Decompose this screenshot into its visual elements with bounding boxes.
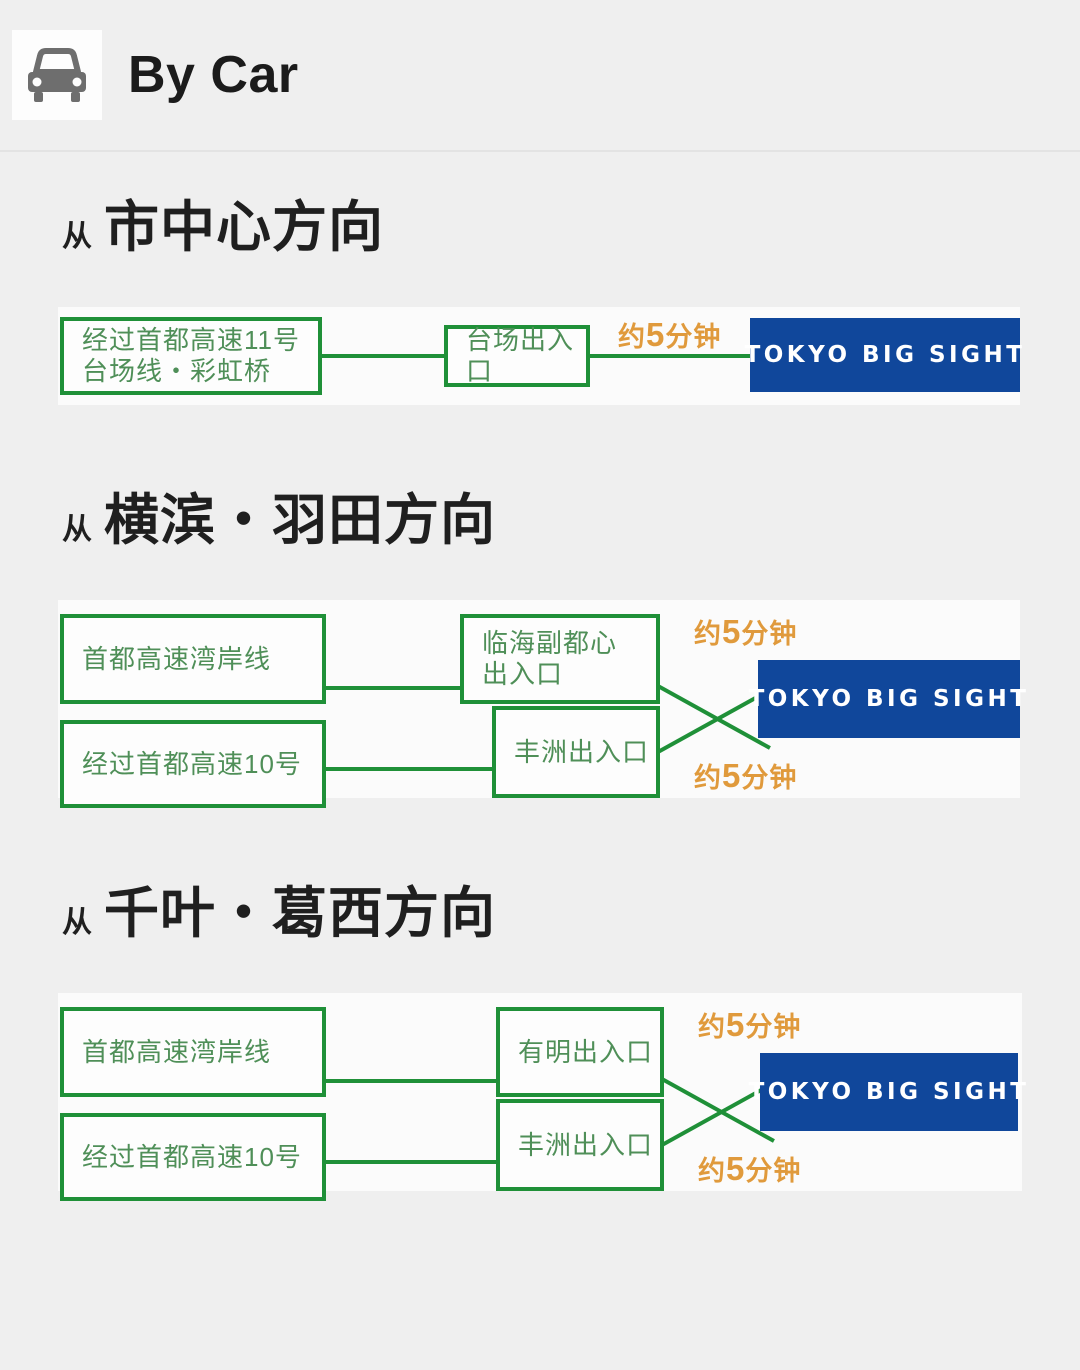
section-yokohama-haneda: 从 横滨・羽田方向 首都高速湾岸线 临海副都心 出入口 约5分钟 经过首都高速1… [0,405,1080,808]
connector-line [320,686,466,690]
section-heading: 从 千叶・葛西方向 [0,798,1080,941]
exit-line-1: 有明出入口 [518,1036,654,1067]
connector-line [320,767,496,771]
heading-main: 千叶・葛西方向 [104,882,497,944]
time-prefix: 约 [694,619,722,649]
exit-label: 台场出入口 [466,325,575,386]
heading-prefix: 从 [62,513,92,546]
time-suffix: 分钟 [741,619,798,649]
page-title: By Car [128,46,299,104]
route-line-1: 首都高速湾岸线 [82,643,272,674]
time-number: 5 [726,1006,746,1043]
connector-line [318,354,458,358]
section-heading: 从 横滨・羽田方向 [0,405,1080,548]
travel-time-label: 约5分钟 [698,1149,801,1188]
route-box: 经过首都高速10号 [60,1113,326,1201]
route-diagram-3: 首都高速湾岸线 有明出入口 约5分钟 经过首都高速10号 丰洲出入口 约5分钟 … [58,993,1026,1201]
destination-logo: TOKYO BIG SIGHT [749,1053,1026,1131]
exit-box: 丰洲出入口 [492,706,660,798]
connector-line [320,1160,500,1164]
time-suffix: 分钟 [745,1156,802,1186]
exit-line-1: 临海副都心 [482,628,618,659]
route-line-1: 经过首都高速10号 [82,1141,302,1172]
heading-main: 市中心方向 [104,196,385,258]
time-suffix: 分钟 [665,322,722,352]
route-box: 经过首都高速11号 台场线・彩虹桥 [60,317,322,395]
heading-prefix: 从 [62,906,92,939]
exit-box: 有明出入口 [496,1007,664,1097]
route-box: 经过首都高速10号 [60,720,326,808]
time-suffix: 分钟 [741,763,798,793]
car-icon [12,30,102,120]
route-line-2: 台场线・彩虹桥 [82,356,272,386]
heading-main: 横滨・羽田方向 [104,489,497,551]
route-line-1: 首都高速湾岸线 [82,1036,272,1067]
time-number: 5 [726,1150,746,1187]
connector-line [320,1079,500,1083]
heading-prefix: 从 [62,220,92,253]
time-number: 5 [646,316,666,353]
travel-time-label: 约5分钟 [694,756,797,795]
page-header: By Car [0,0,1080,152]
time-suffix: 分钟 [745,1012,802,1042]
exit-box: 丰洲出入口 [496,1099,664,1191]
connector-line [586,354,752,358]
exit-line-2: 出入口 [482,659,564,689]
destination-logo: TOKYO BIG SIGHT [745,318,1022,392]
route-box: 首都高速湾岸线 [60,1007,326,1097]
destination-logo-text: TOKYO BIG SIGHT [748,686,1030,712]
section-city-center: 从 市中心方向 经过首都高速11号 台场线・彩虹桥 台场出入口 约5分钟 TOK… [0,152,1080,405]
travel-time-label: 约5分钟 [698,1005,801,1044]
exit-line-1: 丰洲出入口 [514,736,650,767]
time-prefix: 约 [698,1156,726,1186]
destination-logo: TOKYO BIG SIGHT [749,660,1026,738]
section-heading: 从 市中心方向 [0,152,1080,255]
route-line-1: 经过首都高速11号 [82,325,300,356]
route-diagram-2: 首都高速湾岸线 临海副都心 出入口 约5分钟 经过首都高速10号 丰洲出入口 约… [58,600,1026,808]
time-prefix: 约 [698,1012,726,1042]
exit-box: 台场出入口 [444,325,590,387]
destination-logo-text: TOKYO BIG SIGHT [748,1079,1030,1105]
travel-time-label: 约5分钟 [694,612,797,651]
time-prefix: 约 [618,322,646,352]
route-diagram-1: 经过首都高速11号 台场线・彩虹桥 台场出入口 约5分钟 TOKYO BIG S… [58,307,1022,405]
destination-logo-text: TOKYO BIG SIGHT [744,342,1026,368]
route-line-1: 经过首都高速10号 [82,748,302,779]
time-number: 5 [722,757,742,794]
time-prefix: 约 [694,763,722,793]
time-number: 5 [722,613,742,650]
travel-time-label: 约5分钟 [618,315,721,354]
exit-line-1: 丰洲出入口 [518,1129,654,1160]
exit-box: 临海副都心 出入口 [460,614,660,704]
section-chiba-kasai: 从 千叶・葛西方向 首都高速湾岸线 有明出入口 约5分钟 经过首都高速10号 丰… [0,798,1080,1201]
route-box: 首都高速湾岸线 [60,614,326,704]
